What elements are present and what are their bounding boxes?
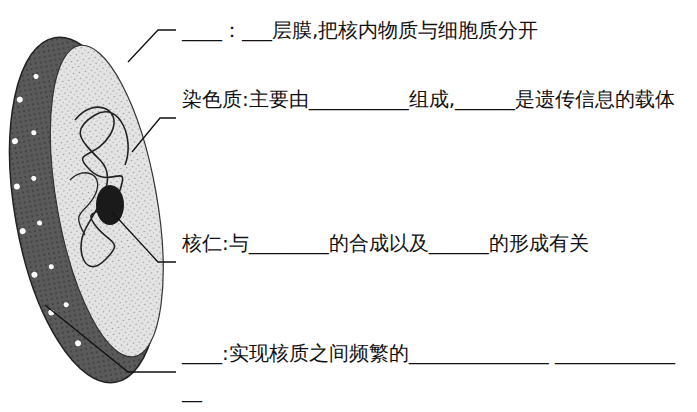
callout-text: ____:实现核质之间频繁的______________ ___________… [182,334,682,410]
chromatin [75,107,128,266]
leader-lines [45,30,176,372]
callout-text: ____：___层膜,把核内物质与细胞质分开 [182,11,692,49]
nucleolus [96,185,124,225]
callout-text: 染色质:主要由__________组成,______是遗传信息的载体 [182,80,687,118]
callout-text: 核仁:与________的合成以及______的形成有关 [182,224,682,262]
